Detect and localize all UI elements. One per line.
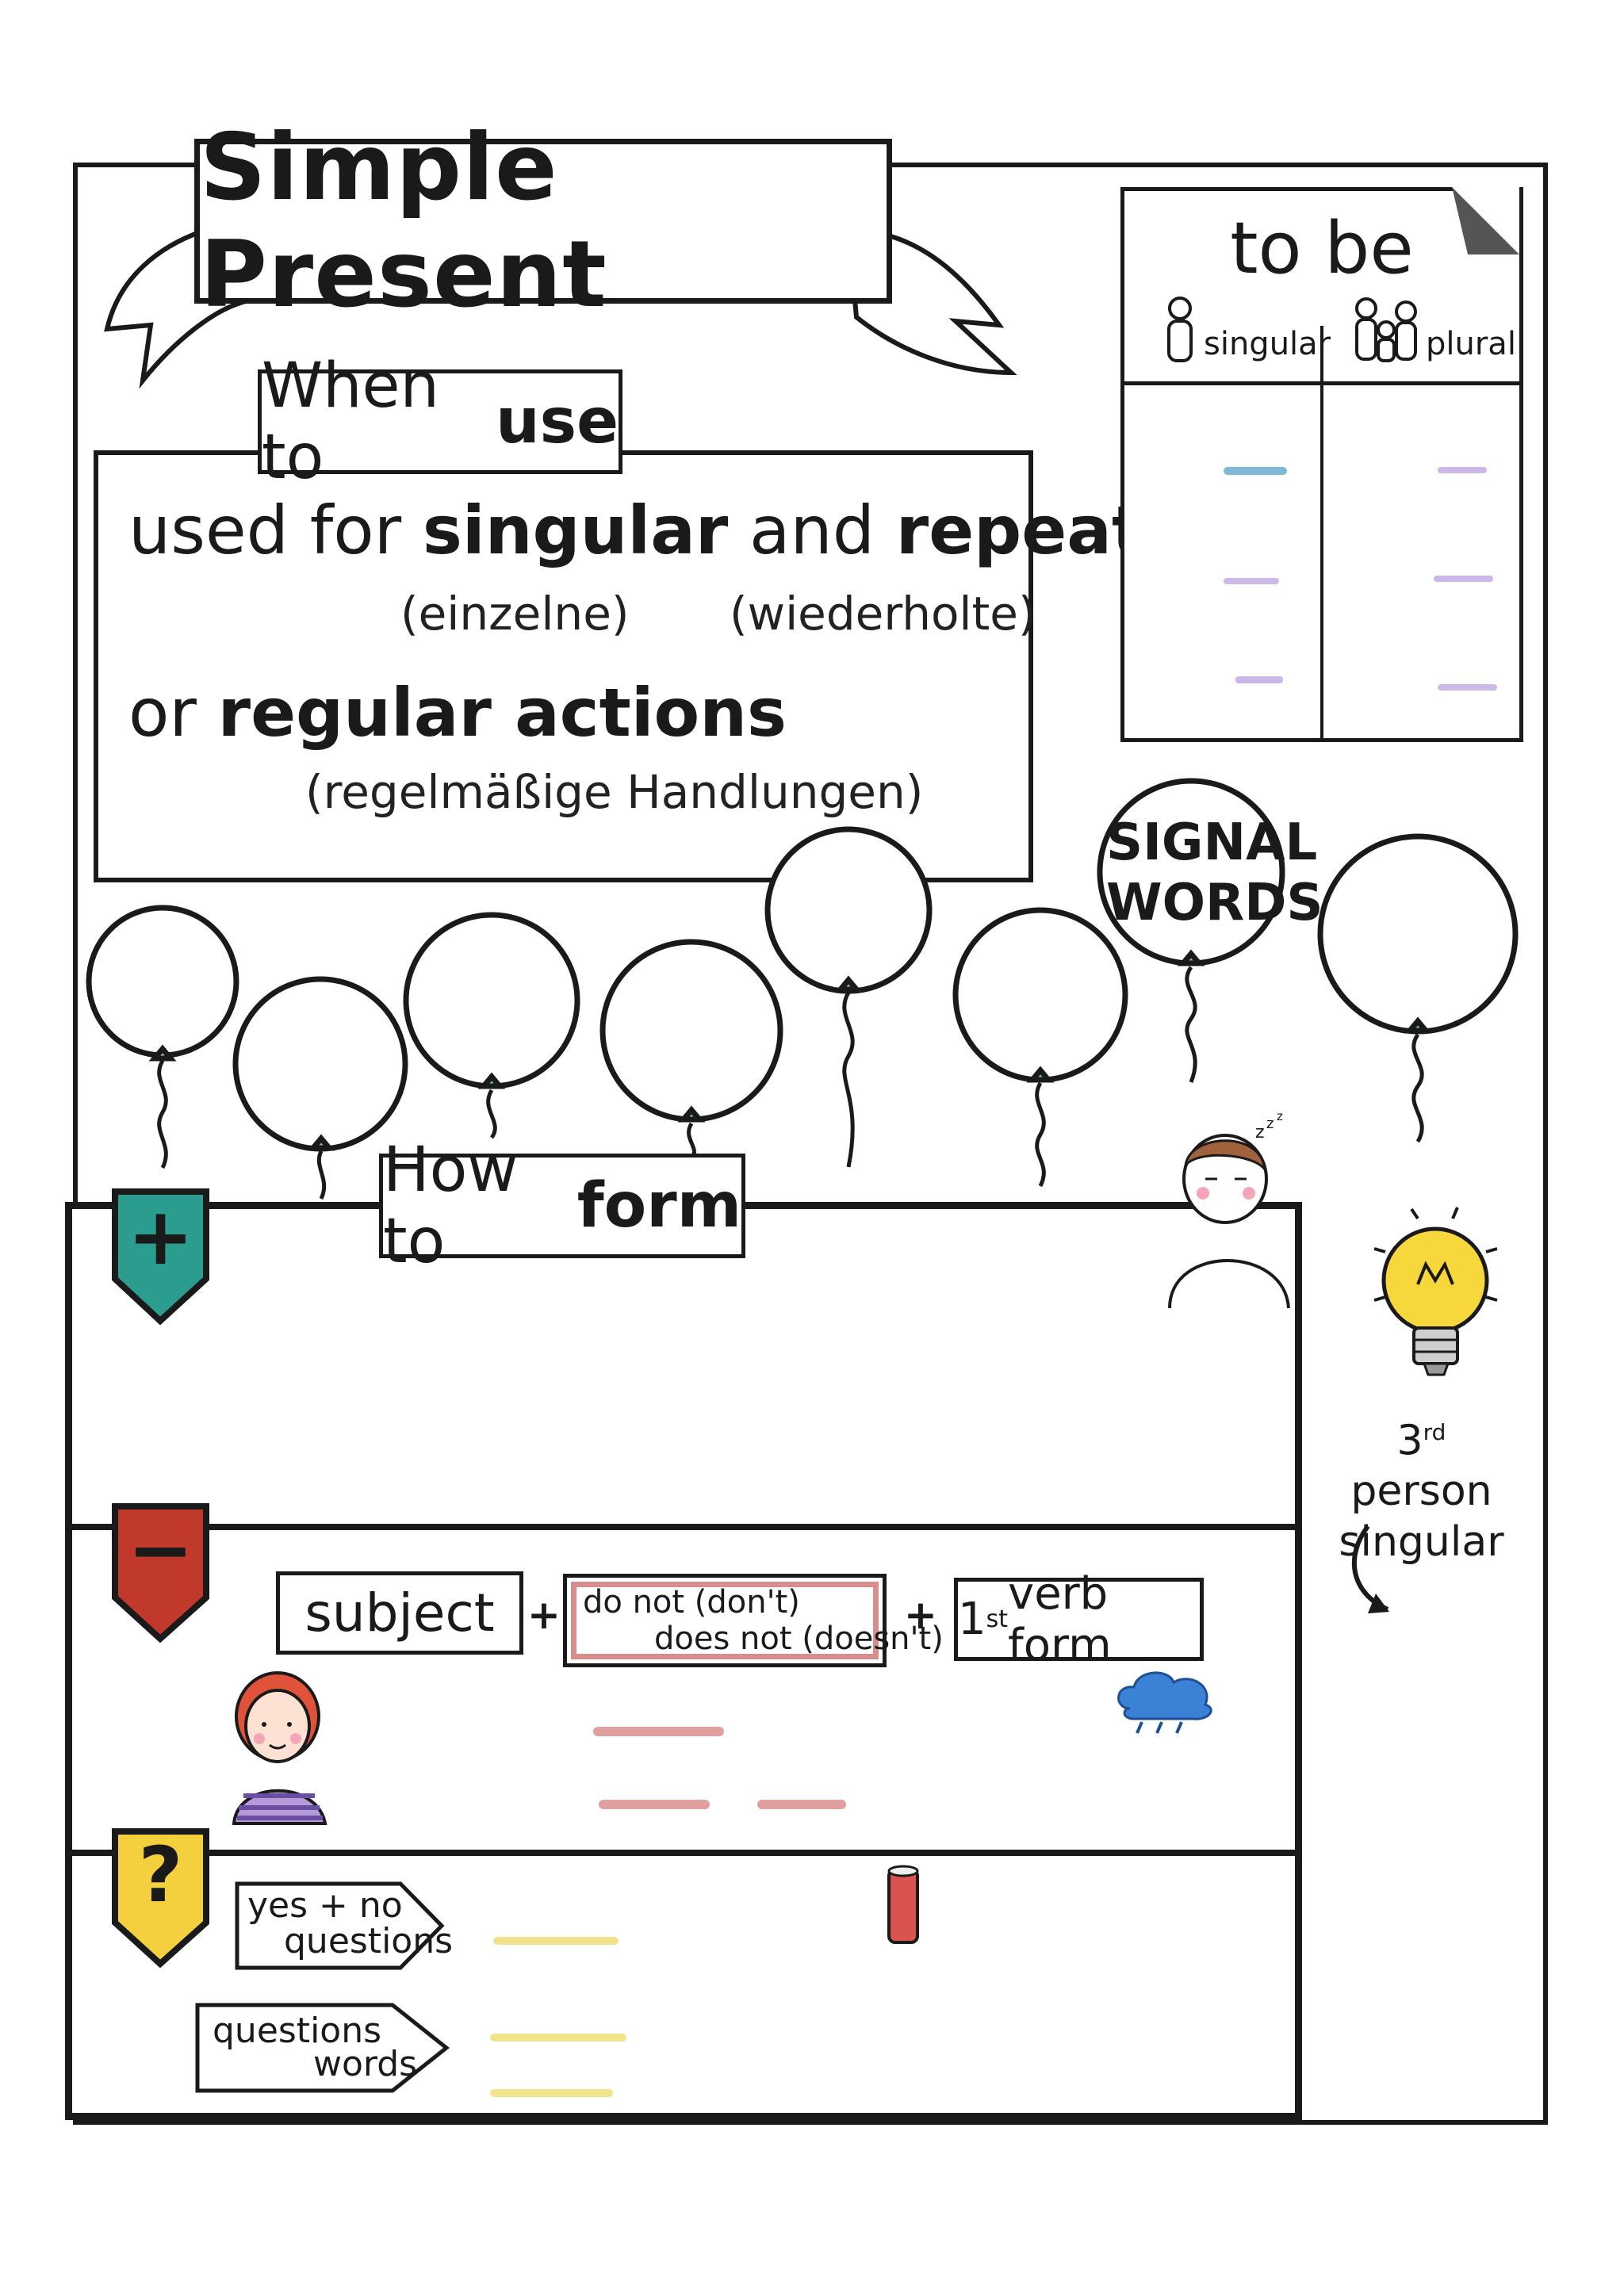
group-icon [1355,297,1417,362]
yes-no-line-2: questions [284,1921,454,1961]
signal-words-line-1: SIGNAL [1106,813,1318,872]
answer-line [1438,684,1497,691]
answer-line [1438,467,1487,473]
answer-line [493,1937,619,1945]
plus-sign: + [904,1592,937,1638]
question-words-arrow-box [195,2003,450,2093]
answer-line [1434,576,1493,582]
positive-shield-icon [112,1188,209,1326]
negative-shield-icon [112,1503,209,1644]
usage-line-2: or regular actions [128,674,787,752]
question-sign: ? [138,1831,183,1919]
plus-sign: + [527,1592,561,1638]
section-divider [71,1850,1297,1856]
answer-line [1235,676,1283,683]
answer-line [490,2089,613,2097]
page-corner-fold [1452,187,1519,254]
yes-no-arrow-box [235,1881,445,1970]
when-to-use-heading: When to use [258,350,622,493]
heading-plain-text: When to [262,350,439,493]
table-column-divider [1320,326,1323,742]
svg-text:z: z [1277,1109,1283,1123]
auxiliary-box: do not (don't) does not (doesn't) [563,1574,944,1667]
svg-text:z: z [1266,1115,1274,1132]
rain-cloud-icon [1117,1671,1212,1734]
answer-line [757,1800,846,1809]
section-divider [71,1524,1297,1530]
auxiliary-line-1: do not (don't) [583,1584,800,1621]
tip-line-1: 3rd person [1350,1417,1492,1516]
heading-bold-text: use [496,386,619,457]
to-be-title: to be [1230,207,1414,290]
positive-sign: + [127,1190,194,1283]
signal-words-line-2: WORDS [1106,874,1323,932]
signal-words-label: SIGNAL WORDS [1106,813,1323,933]
soda-can-icon [887,1865,919,1944]
page-title: Simple Present [200,114,607,328]
signal-word-balloons [86,778,1519,1200]
question-words-line-2: words [313,2044,418,2084]
girl-figure-icon [232,1671,327,1825]
to-be-table: to be singular plural [1120,187,1523,742]
yes-no-line-1: yes + no [247,1885,403,1926]
negative-sign: − [127,1503,194,1596]
answer-line [490,2034,626,2042]
sleeping-boy-icon: z z z [1168,1109,1290,1309]
svg-text:z: z [1255,1123,1265,1142]
question-words-line-1: questions [213,2011,382,2051]
singular-label: singular [1204,326,1331,362]
how-to-form-heading: How to form [379,1135,745,1277]
translation-regular-actions: (regelmäßige Handlungen) [305,765,924,819]
person-icon [1167,297,1193,362]
translation-repeated: (wiederholte) [730,587,1036,641]
light-bulb-icon [1373,1207,1498,1376]
subject-box: subject [276,1571,523,1655]
plural-label: plural [1426,326,1516,362]
translation-singular: (einzelne) [400,587,630,641]
auxiliary-highlight [571,1582,879,1659]
usage-line-1: used for singular and repeated [128,492,1237,569]
question-shield-icon [112,1828,209,1969]
title-banner: Simple Present [194,114,892,328]
answer-line [1224,467,1287,475]
answer-line [593,1727,724,1736]
answer-line [1224,578,1279,584]
curved-arrow-icon [1351,1525,1389,1613]
auxiliary-line-2: does not (doesn't) [654,1621,944,1657]
answer-line [599,1800,710,1809]
